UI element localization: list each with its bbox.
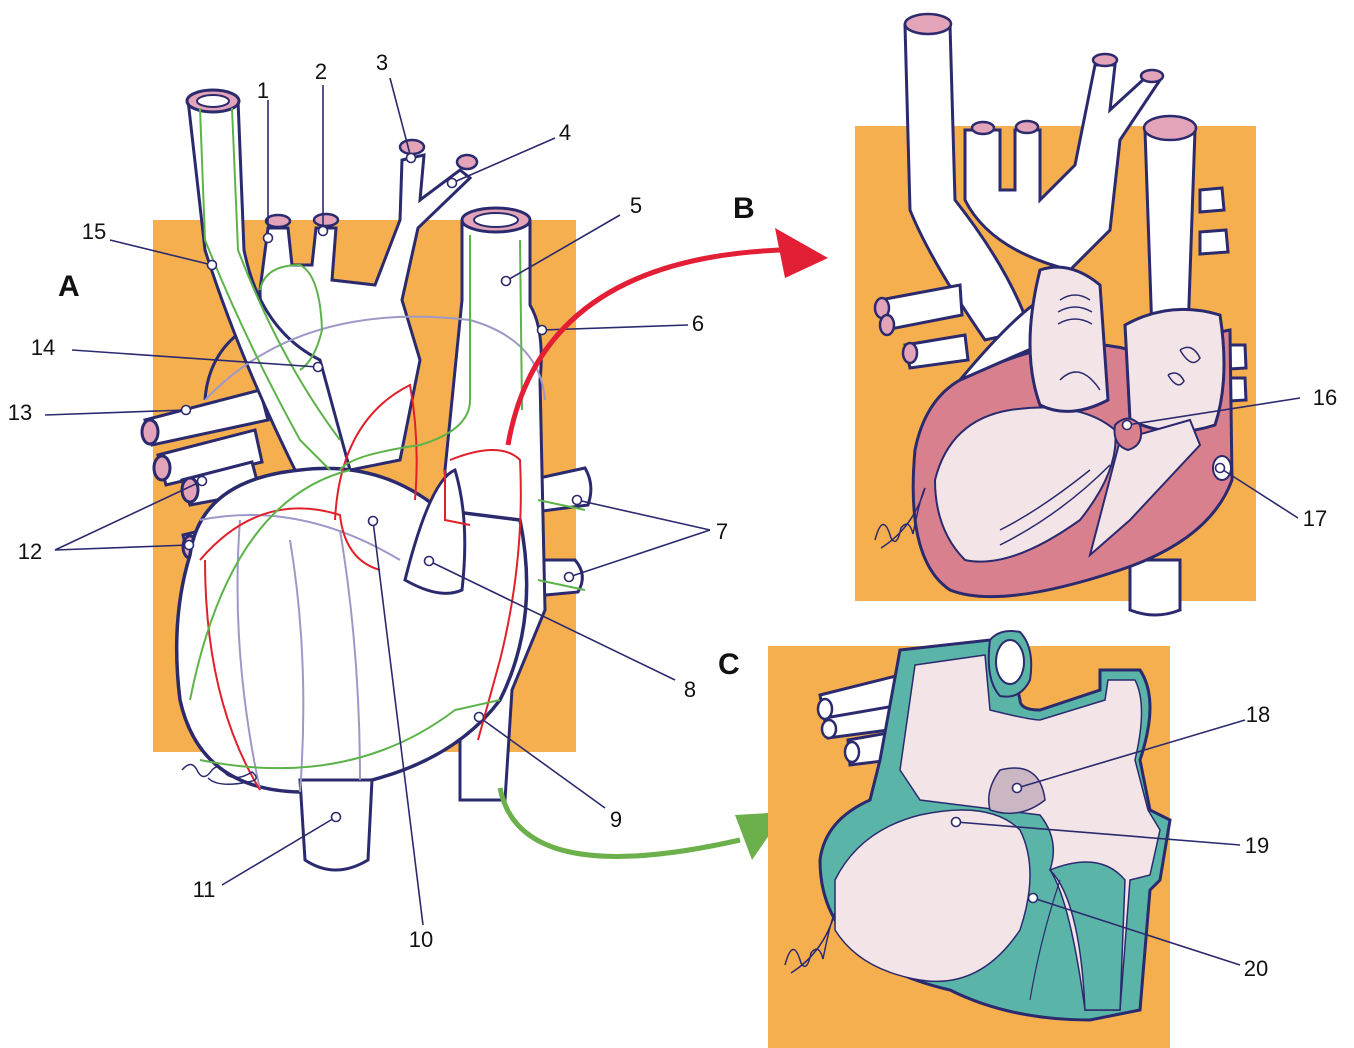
label-16: 16 xyxy=(1313,385,1337,411)
panel-letter-b: B xyxy=(733,192,755,226)
label-17: 17 xyxy=(1303,506,1327,532)
label-9: 9 xyxy=(610,807,622,833)
arrow-to-panel-b-head xyxy=(775,228,828,278)
panel-b-illustration xyxy=(855,14,1300,615)
label-13: 13 xyxy=(8,400,32,426)
label-6: 6 xyxy=(692,311,704,337)
label-4: 4 xyxy=(559,120,571,146)
panel-a-illustration xyxy=(45,78,710,925)
panel-letter-a: A xyxy=(58,270,80,304)
label-7: 7 xyxy=(716,519,728,545)
label-5: 5 xyxy=(630,193,642,219)
label-10: 10 xyxy=(409,927,433,953)
label-15: 15 xyxy=(82,219,106,245)
label-18: 18 xyxy=(1246,702,1270,728)
label-11: 11 xyxy=(193,877,216,903)
label-1: 1 xyxy=(257,78,269,104)
label-14: 14 xyxy=(31,335,55,361)
label-20: 20 xyxy=(1244,956,1268,982)
panel-letter-c: C xyxy=(718,648,740,682)
label-8: 8 xyxy=(684,677,696,703)
label-19: 19 xyxy=(1245,833,1269,859)
label-12: 12 xyxy=(18,539,42,565)
label-2: 2 xyxy=(315,59,327,85)
label-3: 3 xyxy=(376,50,388,76)
panel-c-illustration xyxy=(768,631,1245,1048)
